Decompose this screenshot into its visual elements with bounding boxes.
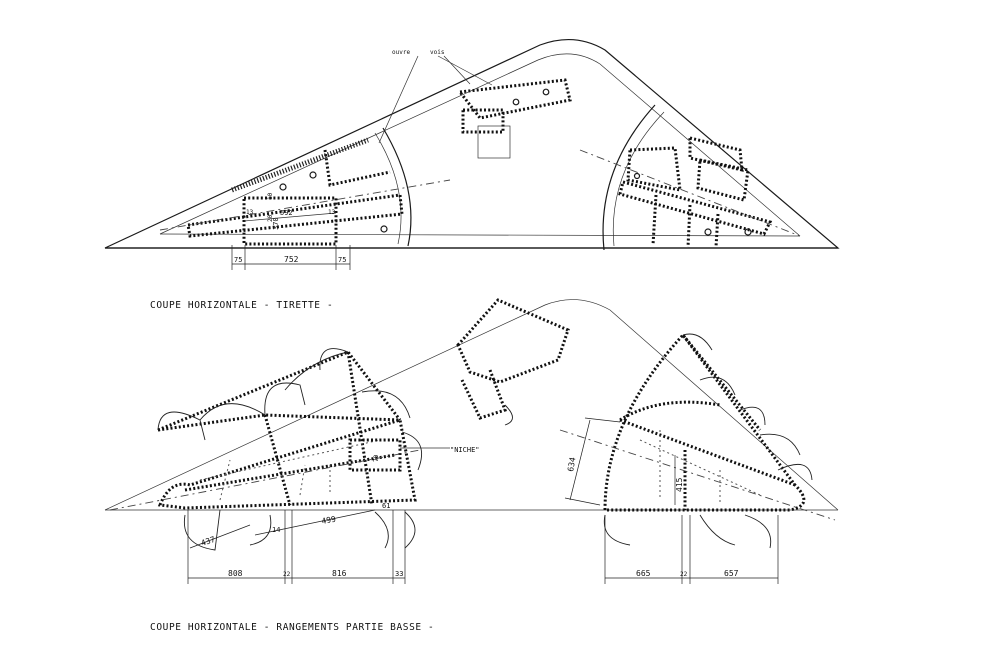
bottom-left-hidden-1 bbox=[199, 439, 381, 501]
top-left-axis bbox=[159, 179, 451, 231]
top-left-drawer-shelf bbox=[323, 149, 391, 187]
top-right-arc-inner bbox=[612, 111, 665, 247]
top-small-a: 20 bbox=[267, 214, 274, 222]
top-inner-height: 370 bbox=[272, 217, 280, 230]
top-small-d: 13 bbox=[328, 209, 336, 216]
top-dimension-chain bbox=[231, 245, 351, 270]
bottom-middle-arm bbox=[456, 298, 570, 384]
dim-22a: 22 bbox=[283, 571, 291, 578]
dim-437: 437 bbox=[200, 535, 217, 548]
bottom-left-door-swings bbox=[157, 348, 422, 551]
dim-808: 808 bbox=[228, 569, 243, 578]
top-middle-pivot-arm bbox=[457, 78, 572, 120]
top-outer-outline bbox=[104, 38, 840, 249]
bottom-left-fan-outer bbox=[157, 418, 417, 510]
bottom-left-fan-top bbox=[157, 350, 402, 432]
top-note-right: vois bbox=[430, 49, 445, 56]
top-leader-1 bbox=[378, 55, 419, 144]
dim-634: 634 bbox=[566, 456, 577, 472]
top-right-cabinet-1 bbox=[688, 136, 744, 172]
top-fixing-dot-3 bbox=[380, 225, 388, 233]
top-plan-section: ouvre vois 75 752 75 592 370 20 10 13 bbox=[104, 38, 840, 270]
top-inner-width: 592 bbox=[280, 209, 293, 217]
top-middle-base bbox=[477, 125, 511, 159]
top-right-tirette bbox=[618, 180, 773, 236]
top-left-box-mid bbox=[243, 212, 337, 222]
niche-label: "NICHE" bbox=[450, 446, 480, 454]
top-right-arc bbox=[602, 104, 656, 251]
bottom-left-shelf-mid bbox=[184, 453, 396, 492]
top-right-dot-3 bbox=[633, 172, 641, 180]
top-left-arc bbox=[382, 127, 412, 247]
top-note-left: ouvre bbox=[392, 49, 410, 56]
bottom-right-fan-top bbox=[681, 334, 762, 431]
dim-499: 499 bbox=[321, 515, 337, 526]
top-right-leg-3 bbox=[714, 213, 720, 248]
top-drawing-caption: COUPE HORIZONTALE - TIRETTE - bbox=[150, 300, 334, 311]
bottom-left-fan-upper bbox=[157, 413, 401, 432]
bottom-right-dimension-chain bbox=[564, 417, 779, 584]
bottom-outer-outline bbox=[104, 299, 839, 511]
bottom-right-hidden bbox=[639, 430, 761, 505]
bottom-left-divider-1 bbox=[263, 414, 292, 506]
bottom-right-inner-panel bbox=[619, 400, 721, 422]
top-left-drawer-hatched-edge bbox=[231, 137, 369, 193]
bottom-middle-block bbox=[460, 369, 507, 420]
bottom-left-dimension-chain bbox=[187, 509, 406, 584]
top-dim-left: 75 bbox=[234, 256, 242, 264]
bottom-drawing-caption: COUPE HORIZONTALE - RANGEMENTS PARTIE BA… bbox=[150, 622, 435, 633]
bottom-plan-section: "NICHE" 70 bbox=[104, 298, 839, 584]
top-dim-mid: 752 bbox=[284, 255, 299, 264]
top-left-tirette bbox=[186, 193, 404, 238]
top-right-leg-2 bbox=[686, 204, 692, 248]
bottom-middle-swing bbox=[504, 404, 513, 426]
bottom-right-shelf bbox=[619, 418, 796, 487]
top-right-dot-2 bbox=[744, 228, 752, 236]
top-fixing-dot-1 bbox=[279, 183, 287, 191]
top-fixing-dot-2 bbox=[309, 171, 317, 179]
top-leader-3 bbox=[443, 55, 471, 85]
bottom-left-divider-2 bbox=[346, 351, 374, 506]
top-small-c: 13 bbox=[246, 209, 254, 216]
top-right-cabinet-3 bbox=[626, 146, 682, 192]
bottom-left-axis bbox=[109, 449, 421, 511]
top-right-axis bbox=[579, 149, 801, 237]
top-middle-block bbox=[461, 108, 505, 134]
top-dim-right: 75 bbox=[338, 256, 346, 264]
bottom-right-door-swings bbox=[603, 333, 813, 549]
top-pivot-dot-1 bbox=[512, 98, 520, 106]
bottom-right-axis bbox=[559, 429, 836, 521]
dim-657: 657 bbox=[724, 569, 739, 578]
top-inner-outline bbox=[159, 53, 801, 237]
bottom-niche-box bbox=[348, 438, 402, 472]
dim-33: 33 bbox=[395, 570, 403, 578]
top-small-b: 10 bbox=[267, 192, 274, 200]
dim-816: 816 bbox=[332, 569, 347, 578]
bottom-right-fan-outer bbox=[603, 332, 806, 512]
dim-665: 665 bbox=[636, 569, 651, 578]
top-pivot-dot-2 bbox=[542, 88, 550, 96]
top-left-arc-inner bbox=[374, 132, 402, 245]
top-right-cabinet-2 bbox=[696, 158, 750, 202]
dim-415: 415 bbox=[675, 477, 684, 492]
top-right-dot-1 bbox=[704, 228, 712, 236]
top-leader-2 bbox=[437, 55, 493, 86]
dim-61: 61 bbox=[382, 502, 390, 510]
dim-22b: 22 bbox=[680, 571, 688, 578]
dim-14: 14 bbox=[272, 526, 280, 534]
top-inner-base bbox=[159, 233, 801, 237]
